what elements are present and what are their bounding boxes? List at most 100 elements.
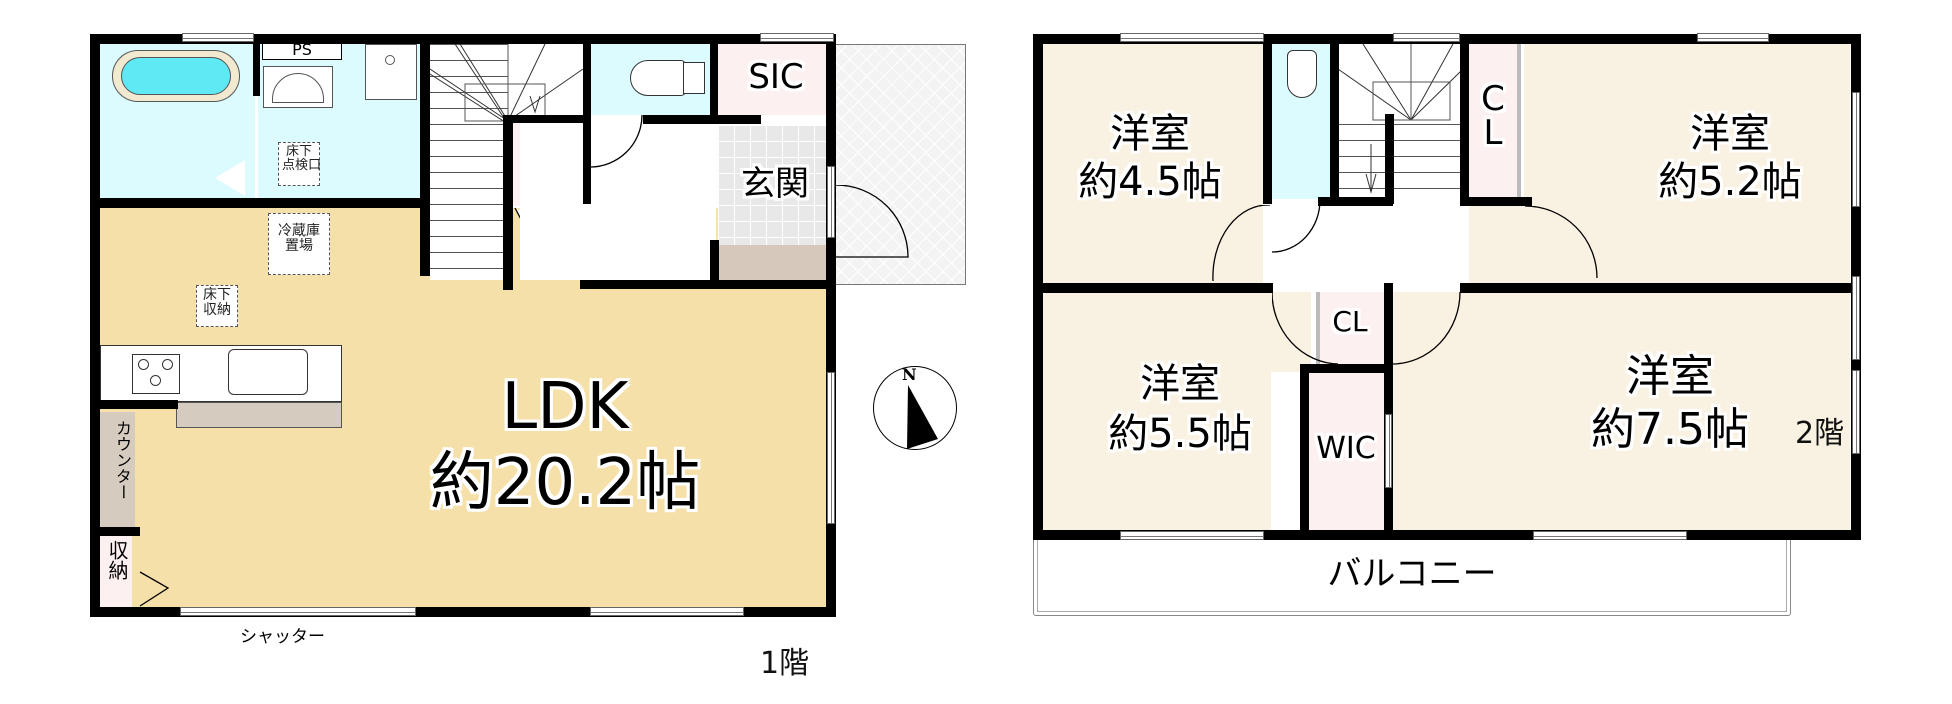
window (1852, 370, 1860, 454)
wic-door (1385, 414, 1392, 488)
sic-label: SIC (748, 57, 804, 97)
wash-basin-icon (263, 66, 333, 108)
wall (710, 240, 719, 285)
floor-1-plan: PS 床下 点検口 SIC 収納 玄関 冷蔵庫 置場 床下 (90, 33, 966, 681)
wall (90, 34, 100, 617)
wic-label: WIC (1316, 431, 1376, 466)
toilet-door-swing (590, 115, 643, 168)
ldk-storage-label: 収納 (105, 540, 129, 580)
entrance-door-swing (836, 185, 909, 258)
wall (100, 527, 140, 536)
room-nw-size: 約4.5帖 (1078, 159, 1222, 205)
wall (1460, 283, 1860, 293)
toilet-icon (630, 60, 686, 96)
entrance-door-frame (827, 166, 835, 238)
cl-mid-closet (1316, 292, 1384, 364)
bathtub-icon (112, 50, 240, 102)
ldk-label: LDK (501, 370, 629, 444)
floor-2-plan: バルコニー C L CL WIC 洋室 約4.5帖 洋室 約5.2帖 洋室 約5… (1000, 0, 1952, 704)
hallway (520, 120, 716, 280)
ldk-storage-door-icon (139, 571, 170, 607)
north-label: N (902, 365, 917, 384)
room-sw-name: 洋室 (1140, 361, 1220, 407)
wall (1318, 197, 1393, 206)
toilet-tank-icon (683, 62, 705, 94)
room-nw-name: 洋室 (1110, 111, 1190, 157)
window (1120, 33, 1264, 42)
sic-room (718, 44, 834, 115)
counter-area (100, 412, 135, 527)
ps-box: PS (262, 41, 342, 60)
genkan-step (718, 245, 832, 280)
western-room-ne-lower (1469, 206, 1529, 284)
ldk-storage (100, 535, 132, 607)
window (1852, 92, 1860, 207)
bath-door-swing (215, 160, 245, 196)
fridge-space-label: 冷蔵庫 置場 (268, 213, 330, 275)
door-swing-toilet-2f (1272, 200, 1321, 253)
north-compass: N (873, 365, 957, 450)
washing-machine-space (365, 44, 417, 100)
underfloor-storage-label: 床下 収納 (196, 285, 238, 327)
window (1852, 276, 1860, 360)
room-se-size: 約7.5帖 (1591, 404, 1749, 455)
western-room-nw (1043, 44, 1263, 284)
floor-1-label: 1階 (760, 646, 810, 681)
north-arrow-icon (907, 385, 938, 449)
western-room-sw-top (1271, 292, 1311, 372)
balcony-label: バルコニー (1327, 554, 1497, 594)
window (760, 33, 834, 42)
wall (583, 34, 591, 204)
counter-label: カウンター (113, 420, 132, 500)
genkan-floor (718, 125, 832, 245)
wall (1385, 114, 1394, 204)
sink-icon (228, 349, 308, 395)
wall (1330, 34, 1339, 204)
wall (90, 34, 836, 44)
cl-mid-label: CL (1332, 305, 1368, 338)
stair-2f-winders (1338, 44, 1463, 194)
wall (1300, 364, 1392, 373)
wall (503, 116, 513, 290)
stove-icon (132, 354, 180, 394)
wall (1460, 197, 1532, 206)
wall (100, 400, 178, 409)
room-ne-name: 洋室 (1690, 111, 1770, 157)
room-se-name: 洋室 (1626, 351, 1714, 402)
wall (253, 34, 260, 96)
window (1393, 33, 1460, 42)
cl-top-label: C L (1481, 79, 1505, 153)
wall (1300, 364, 1309, 540)
door-swing-se (1392, 292, 1461, 365)
wall (90, 198, 425, 208)
window (182, 33, 254, 42)
wall (643, 115, 761, 124)
ldk-size: 約20.2帖 (429, 446, 701, 520)
window (1697, 33, 1769, 42)
hallway-2f (1272, 200, 1460, 284)
door-swing-ne (1525, 206, 1598, 279)
wall (1263, 34, 1272, 204)
genkan-label: 玄関 (741, 164, 809, 204)
wall (826, 34, 836, 617)
floor-2-label: 2階 (1795, 416, 1845, 451)
door-swing-sw (1272, 292, 1339, 365)
balcony (1033, 540, 1791, 616)
wall (1033, 283, 1273, 293)
wall (1384, 283, 1393, 540)
western-room-sw (1043, 292, 1271, 530)
window (590, 607, 744, 616)
wall (503, 115, 588, 123)
wall (580, 280, 836, 289)
western-room-ne (1524, 44, 1850, 284)
western-room-se (1392, 292, 1850, 530)
toilet-2f-icon (1287, 50, 1317, 98)
wall (420, 34, 430, 276)
porch (836, 44, 966, 285)
room-ne-size: 約5.2帖 (1658, 159, 1802, 205)
wall (1460, 34, 1469, 206)
shutter-label: シャッター (240, 627, 325, 647)
wall (90, 607, 836, 617)
kitchen-back-counter (176, 402, 342, 428)
cl-top-closet (1469, 44, 1521, 199)
